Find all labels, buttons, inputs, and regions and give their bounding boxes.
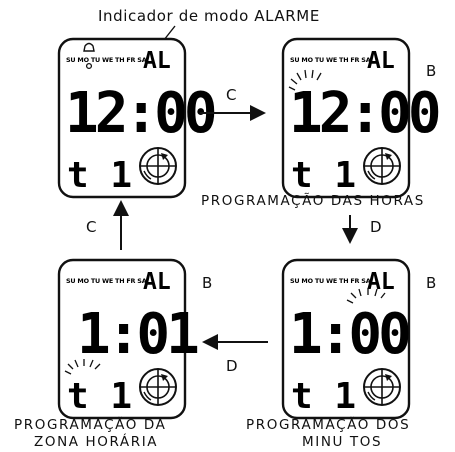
watch-display-minutes: SU MO TU WE TH FR SA AL 1:00 t 1 <box>281 258 413 420</box>
button-b-label: B <box>426 274 437 292</box>
caption-zone-line2: ZONA HORÁRIA <box>34 434 159 450</box>
arrow-label-d: D <box>370 218 382 236</box>
globe-icon <box>363 147 401 185</box>
mode-label: AL <box>143 48 171 74</box>
time-display: 1:01 <box>77 302 198 367</box>
globe-icon <box>139 368 177 406</box>
time-display: 12:00 <box>289 81 439 146</box>
weekday-row: SU MO TU WE TH FR SA <box>66 277 147 285</box>
caption-hours: PROGRAMAÇÃO DAS HORAS <box>201 193 425 209</box>
caption-zone-line1: PROGRAMAÇÃO DA <box>14 417 167 433</box>
watch-display-alarm-mode: SU MO TU WE TH FR SA AL 12:00 t 1 <box>57 37 219 199</box>
arrow-label-c: C <box>86 218 97 236</box>
caption-minutes-line2: MINU TOS <box>302 434 383 450</box>
mode-label: AL <box>367 269 395 295</box>
alarm-bell-icon <box>83 42 95 70</box>
blink-indicator-icon <box>64 359 101 375</box>
arrow-label-d: D <box>226 357 238 375</box>
watch-display-zone: SU MO TU WE TH FR SA AL 1:01 t 1 <box>57 258 202 420</box>
weekday-row: SU MO TU WE TH FR SA <box>290 56 371 64</box>
weekday-row: SU MO TU WE TH FR SA <box>66 56 147 64</box>
arrow-label-c: C <box>226 86 237 104</box>
blink-indicator-icon <box>288 69 322 91</box>
watch-display-hours: SU MO TU WE TH FR SA AL 12:00 t 1 <box>281 37 443 199</box>
mode-indicator-title: Indicador de modo ALARME <box>98 7 320 25</box>
zone-indicator: t 1 <box>291 376 356 417</box>
mode-label: AL <box>367 48 395 74</box>
weekday-row: SU MO TU WE TH FR SA <box>290 277 371 285</box>
time-display: 12:00 <box>65 81 215 146</box>
button-b-label: B <box>202 274 213 292</box>
globe-icon <box>139 147 177 185</box>
globe-icon <box>363 368 401 406</box>
mode-label: AL <box>143 269 171 295</box>
zone-indicator: t 1 <box>291 155 356 196</box>
caption-minutes-line1: PROGRAMAÇÃO DOS <box>246 417 411 433</box>
zone-indicator: t 1 <box>67 155 132 196</box>
button-b-label: B <box>426 62 437 80</box>
blink-indicator-icon <box>346 288 386 304</box>
time-display: 1:00 <box>289 302 409 367</box>
zone-indicator: t 1 <box>67 376 132 417</box>
